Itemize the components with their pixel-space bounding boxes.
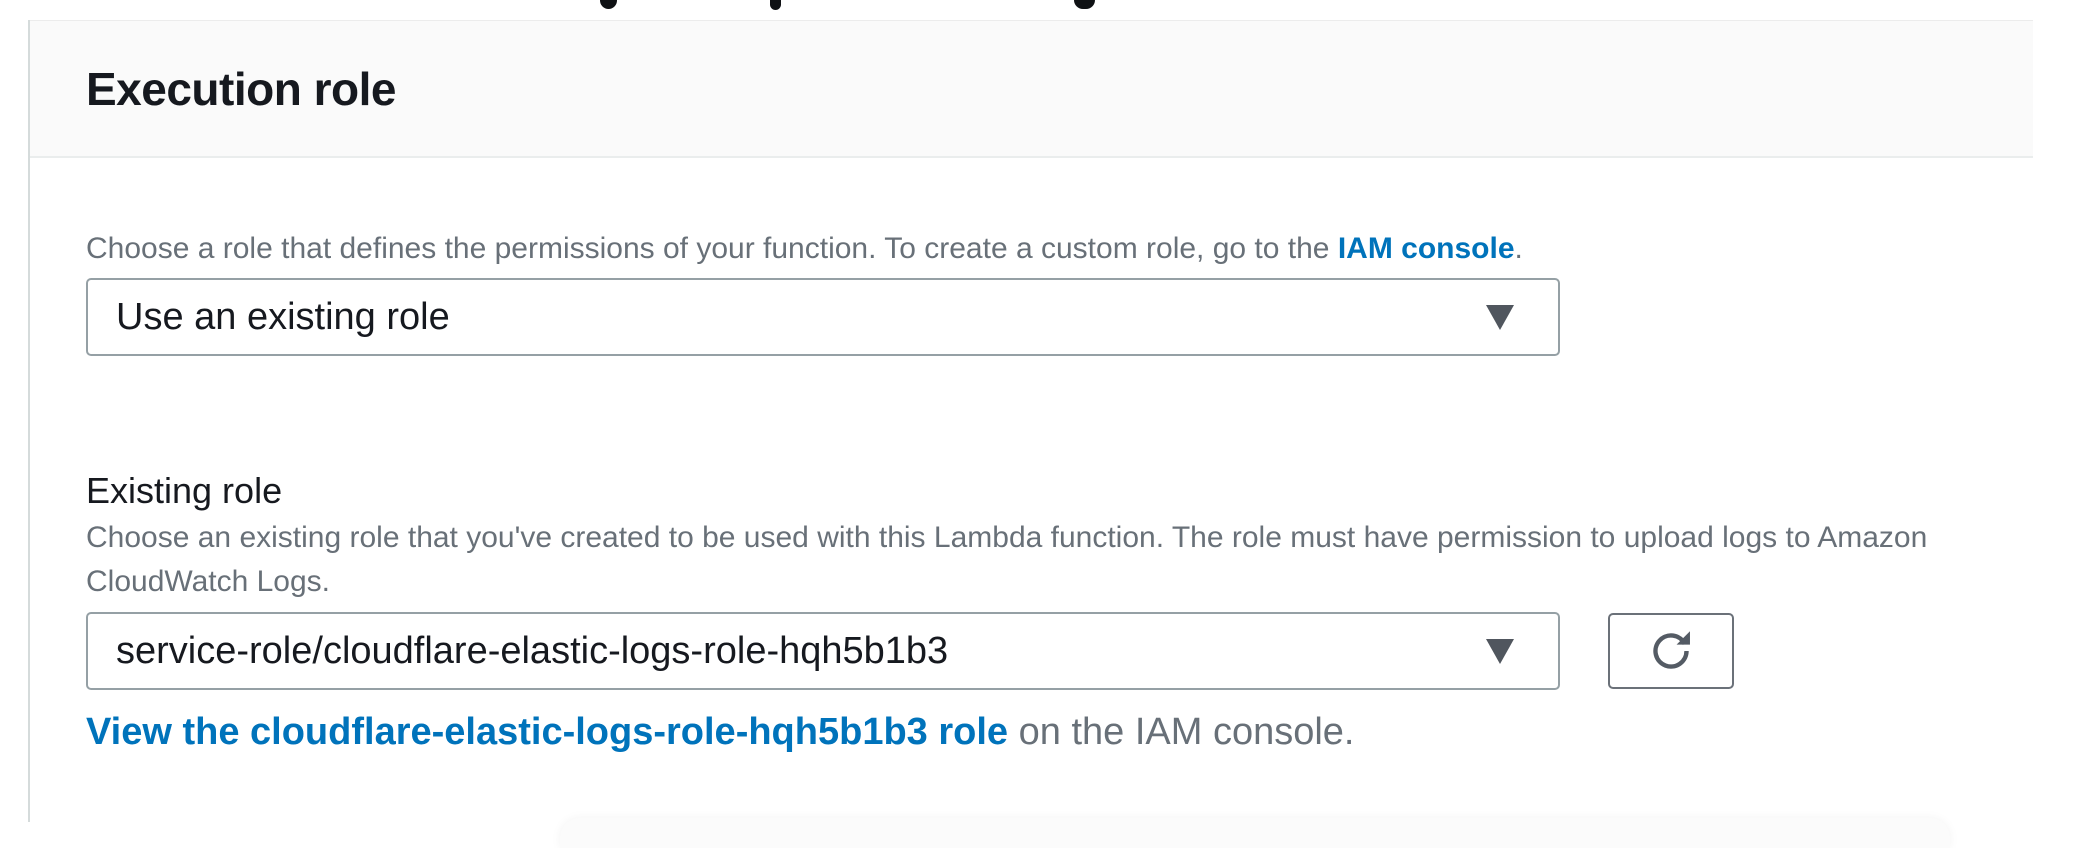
next-card-top-edge [560, 818, 1950, 848]
view-role-line-suffix: on the IAM console. [1008, 711, 1355, 753]
execution-role-panel: Execution role Choose a role that define… [28, 20, 2033, 822]
role-source-select-value: Use an existing role [116, 295, 450, 338]
caret-down-icon [1486, 638, 1514, 664]
panel-header: Execution role [30, 20, 2033, 158]
refresh-icon [1653, 631, 1690, 669]
existing-role-control-row: service-role/cloudflare-elastic-logs-rol… [86, 612, 2033, 690]
intro-text-after: . [1514, 232, 1523, 265]
page-title: Execution role [86, 62, 396, 115]
existing-role-description: Choose an existing role that you've crea… [86, 521, 1928, 598]
panel-body: Choose a role that defines the permissio… [30, 228, 2033, 756]
caret-down-icon [1486, 304, 1514, 330]
refresh-roles-button[interactable] [1608, 613, 1734, 689]
role-source-select[interactable]: Use an existing role [86, 278, 1560, 356]
clipped-text-descender [770, 0, 781, 10]
existing-role-label: Existing role [86, 470, 283, 511]
clipped-text-descender [600, 0, 617, 9]
clipped-text-descender [1074, 0, 1095, 9]
existing-role-select[interactable]: service-role/cloudflare-elastic-logs-rol… [86, 612, 1560, 690]
iam-console-link[interactable]: IAM console [1337, 232, 1515, 265]
view-role-line: View the cloudflare-elastic-logs-role-hq… [86, 708, 2033, 756]
view-role-link[interactable]: View the cloudflare-elastic-logs-role-hq… [86, 711, 1009, 753]
intro-text-before: Choose a role that defines the permissio… [86, 232, 1338, 265]
existing-role-select-value: service-role/cloudflare-elastic-logs-rol… [116, 629, 949, 672]
intro-text: Choose a role that defines the permissio… [86, 228, 2006, 270]
